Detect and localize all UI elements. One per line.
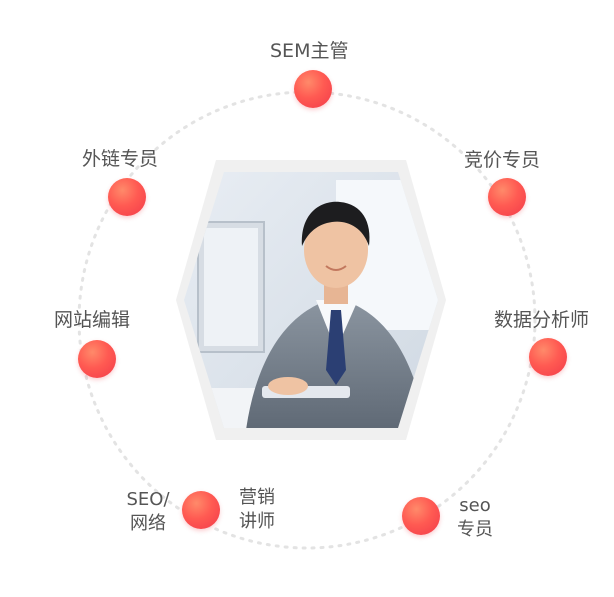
- role-label-sem: SEM主管: [270, 40, 349, 62]
- role-label-seo-network: SEO/ 网络: [126, 489, 170, 535]
- person-tie: [326, 310, 346, 385]
- role-dot-seo-specialist: [402, 497, 440, 535]
- center-photo: [176, 160, 446, 440]
- role-dot-bidding: [488, 178, 526, 216]
- role-label-outlink: 外链专员: [82, 148, 159, 170]
- person-face: [304, 212, 368, 288]
- role-label-editor: 网站编辑: [54, 309, 131, 331]
- role-dot-editor: [78, 340, 116, 378]
- role-dot-data: [529, 338, 567, 376]
- role-label-data: 数据分析师: [494, 309, 590, 331]
- role-dot-sem: [294, 70, 332, 108]
- role-label-marketing: 营销 讲师: [239, 487, 275, 533]
- role-dot-outlink: [108, 178, 146, 216]
- role-label-bidding: 竞价专员: [464, 149, 541, 171]
- role-dot-marketing: [182, 491, 220, 529]
- role-label-seo-specialist: seo 专员: [457, 495, 493, 541]
